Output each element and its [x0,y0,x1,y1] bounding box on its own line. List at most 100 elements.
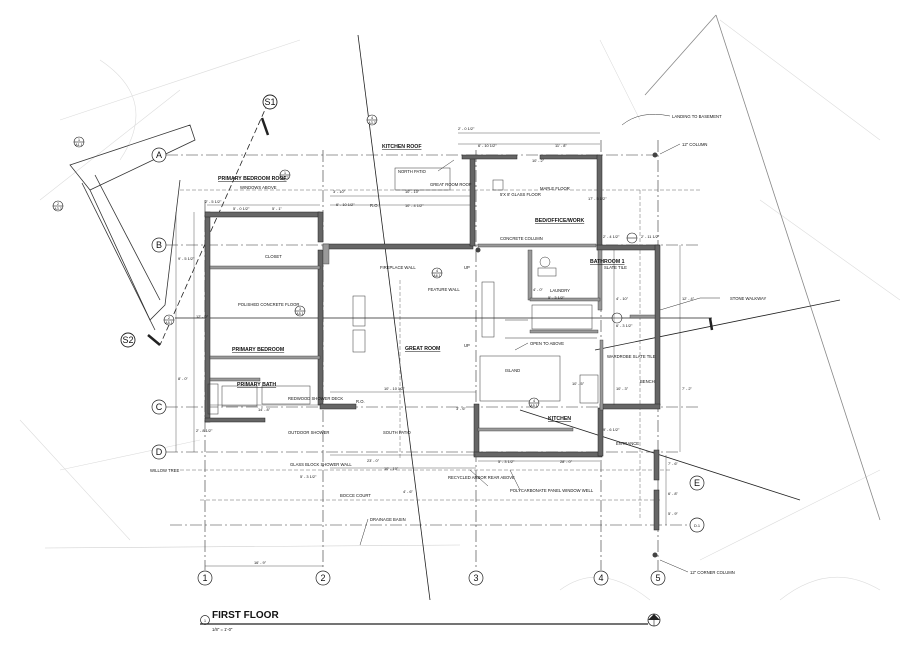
property-boundary [644,14,881,521]
note-fireplace-wall: FIREPLACE WALL [380,265,416,270]
grid-row-e: E [694,478,700,488]
grid-col-2: 2 [320,573,325,583]
dimension-texts: 2' - 0 1/2" 6' - 10 1/2" 11' - 8" 10' - … [178,126,695,565]
note-slate-tile: SLATE TILE [604,265,627,270]
elevation-tag-labels: 1 A1.1 2 A3.3 4 A3.3 1 A0.3 2 A5.1 3 A5.… [54,116,537,408]
tag-sheet: A3.3 [54,207,61,211]
drawing-title-block: 1 FIRST FLOOR 1/8" = 1'-0" [200,610,661,632]
room-kitchen: KITCHEN [548,416,571,422]
tag-num: 2 [168,316,170,320]
note-feature-wall: FEATURE WALL [428,287,460,292]
dimension: 5' - 3 1/2" [498,459,515,464]
drawing-title: FIRST FLOOR [212,610,279,621]
dimension: 28' - 0" [560,459,573,464]
leader-lines [359,114,720,573]
tag-sheet: A0.3 [281,176,288,180]
note-ro: R.O. [356,399,365,404]
note-glass-block: GLASS BLOCK SHOWER WALL [290,462,352,467]
note-polycarbonate: POLYCARBONATE PANEL WINDOW WELL [510,488,594,493]
note-wardrobe: WARDROBE SLATE TILE [607,354,656,359]
tag-sheet: A5.1 [296,312,303,316]
note-island: ISLAND [505,368,520,373]
grid-row-b: B [156,240,162,250]
dimension: 2' - 0 1/2" [458,126,475,131]
dimension: 10' - 10" [384,466,399,471]
grid-row-d: D [156,447,163,457]
section-marker-s2: S2 [120,332,136,348]
note-redwood-deck: REDWOOD SHOWER DECK [288,396,343,401]
room-primary-bedroom-roof: PRIMARY BEDROOM ROOF [218,176,287,182]
tag-num: 1 [78,138,80,142]
note-corner-column: 12" CORNER COLUMN [690,570,735,575]
dimension: 5' - 1" [272,206,283,211]
note-up: UP [464,265,470,270]
dimension: 9' - 5 1/2" [178,256,195,261]
dimension: 5' - 9" [668,511,679,516]
grid-row-c: C [156,402,163,412]
dimension: 6' - 10 1/2" [336,202,355,207]
note-north-patio: NORTH PATIO [398,169,427,174]
grid-bubble-labels: 1 2 3 4 5 A B C D E D.1 [156,150,700,583]
dimension: 10' - 4 1/2" [405,203,424,208]
tag-num: 4 [371,116,373,120]
room-kitchen-roof: KITCHEN ROOF [382,144,421,150]
note-up-2: UP [464,343,470,348]
note-outdoor-shower: OUTDOOR SHOWER [288,430,329,435]
dimension: 2' - 8 1/2" [196,428,213,433]
room-primary-bath: PRIMARY BATH [237,382,276,388]
dimension: 14' - 8" [258,407,271,412]
dimension: 10' - 2" [532,158,545,163]
note-bench: BENCH [640,379,655,384]
grid-col-5: 5 [655,573,660,583]
tag-num: 4 [436,269,438,273]
site-background-lines [19,19,900,601]
grid-col-3: 3 [473,573,478,583]
grid-row-d1: D.1 [694,523,700,528]
interior-walls [209,243,656,432]
dimension: 6' - 8" [668,491,679,496]
dimension: 2' - 11 1/2" [641,234,660,239]
tag-sheet: A6.1 [433,274,440,278]
note-recycled-arbor: RECYCLED ARBOR REAR ABOVE [448,475,515,480]
note-polished-concrete: POLISHED CONCRETE FLOOR [238,302,299,307]
section-marker-s1: S1 [262,94,278,110]
dimension: 9' - 6 1/2" [603,427,620,432]
fixtures [207,167,599,415]
note-glass-floor: 5'X 8' GLASS FLOOR [500,192,541,197]
tag-sheet: A3.3 [368,121,375,125]
dimension: 12' - 0" [196,314,209,319]
dimension-lines [175,132,681,567]
dimension: 7' - 2" [682,386,693,391]
dimension: 5' - 3 1/2" [548,295,565,300]
note-column: 12" COLUMN [682,142,707,147]
dimension: 3' - 10" [333,189,346,194]
dimension: 5' - 3 1/2" [300,474,317,479]
note-open-to-above: OPEN TO ABOVE [530,341,564,346]
note-concrete-column: CONCRETE COLUMN [500,236,543,241]
dimension: 6' - 10 1/2" [478,143,497,148]
dimension: 11' - 8" [555,143,567,148]
note-great-room-roof: GREAT ROOM ROOF [430,182,472,187]
dimension: 3' - 6" [456,406,467,411]
tag-sheet: A5.1 [530,404,537,408]
notes: LANDING TO BASEMENT 12" COLUMN NORTH PAT… [150,114,767,575]
title-number: 1 [204,619,206,623]
north-arrow-icon [647,613,661,627]
dimension: 10' - 10" [405,189,420,194]
dimension: 2' - 4 1/2" [603,234,620,239]
tag-num: 4 [533,399,535,403]
dimension: 16' - 9" [254,560,267,565]
tag-num: 2 [57,202,59,206]
dimension: 6' - 3 1/2" [616,323,633,328]
note-stone-walkway: STONE WALKWAY [730,296,767,301]
room-bathroom1: BATHROOM 1 [590,259,625,265]
room-great-room: GREAT ROOM [405,346,440,352]
note-drainage-basin: DRAINAGE BASIN [370,517,406,522]
exterior-walls[interactable] [204,154,661,531]
dimension: 4' - 10" [616,296,629,301]
note-landing: LANDING TO BASEMENT [672,114,722,119]
elevation-tags [52,114,638,409]
room-primary-bedroom: PRIMARY BEDROOM [232,347,284,353]
section-line-s1-s2 [147,102,270,346]
room-labels: KITCHEN ROOF PRIMARY BEDROOM ROOF BED/OF… [218,144,625,422]
